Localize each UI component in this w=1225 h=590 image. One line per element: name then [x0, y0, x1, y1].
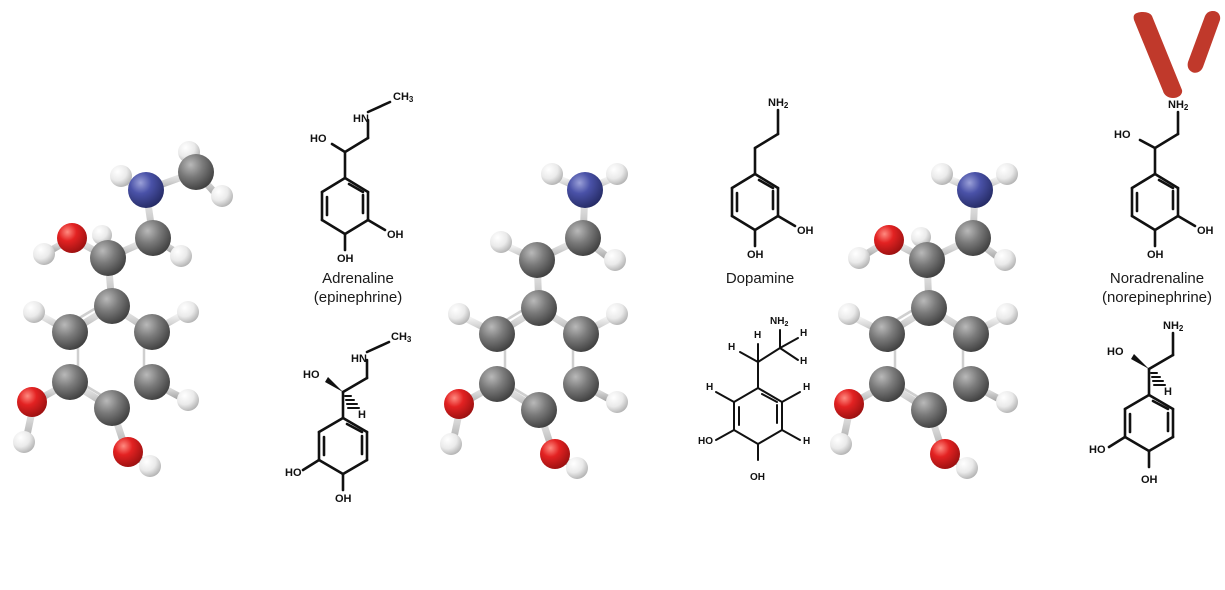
label-nh2: NH2 [770, 316, 788, 328]
label-h-4: H [728, 342, 735, 353]
label-h-stereo: H [1164, 386, 1172, 398]
annotation-red-v-mark [1125, 5, 1225, 110]
red-stroke-left [1133, 12, 1183, 98]
molecule-adrenaline-2d-flat: CH3 HN HO OH OH [290, 80, 430, 265]
molecule-dopamine-3d [425, 160, 655, 490]
label-oh-para: OH [1147, 249, 1164, 261]
label-nh2: NH2 [1163, 320, 1184, 333]
label-ho-stereo: HO [303, 369, 320, 381]
label-oh-meta: OH [387, 229, 404, 241]
label-h-1: H [800, 328, 807, 339]
label-ho-meta: HO [285, 467, 302, 479]
noradrenaline-3d-svg [830, 163, 1018, 479]
noradrenaline-2d-stereo-svg: NH2 HO H HO OH [1089, 320, 1184, 486]
wedge-bond-ho [1131, 354, 1149, 369]
molecule-noradrenaline-2d-flat: NH2 HO OH OH [1100, 92, 1225, 262]
red-stroke-right [1187, 11, 1221, 73]
label-ho-meta: HO [1089, 444, 1106, 456]
dopamine-3d-svg [440, 163, 628, 479]
label-ho: HO [1114, 129, 1131, 141]
molecule-noradrenaline-2d-stereo: NH2 HO H HO OH [1085, 315, 1215, 490]
label-hn: HN [351, 353, 367, 365]
caption-adrenaline-line2: (epinephrine) [313, 288, 403, 306]
label-ch3: CH3 [393, 91, 414, 104]
label-ho-stereo: HO [1107, 346, 1124, 358]
label-oh-para: OH [747, 249, 764, 261]
caption-adrenaline: Adrenaline (epinephrine) [248, 270, 468, 308]
label-ho-meta: HO [698, 436, 713, 447]
molecule-noradrenaline-3d [815, 160, 1045, 490]
adrenaline-3d-svg [13, 141, 233, 477]
caption-adrenaline-line1: Adrenaline [322, 270, 394, 287]
caption-dopamine-line1: Dopamine [725, 270, 795, 287]
label-h-5: H [706, 382, 713, 393]
noradrenaline-2d-flat-svg: NH2 HO OH OH [1114, 99, 1214, 261]
label-oh-para: OH [1141, 474, 1158, 486]
dopamine-2d-flat-svg: NH2 OH OH [730, 97, 814, 261]
adrenaline-2d-stereo-svg: CH3 HN HO H HO OH [285, 331, 412, 505]
label-h-3: H [754, 330, 761, 341]
molecule-dopamine-2d-flat: NH2 OH OH [710, 92, 830, 262]
molecule-adrenaline-3d [0, 110, 250, 490]
label-oh-para: OH [337, 253, 354, 265]
red-v-svg [1133, 11, 1221, 98]
molecule-dopamine-2d-explicit-h: NH2 H H H H H H H HO OH [698, 310, 840, 485]
label-h-2: H [800, 356, 807, 367]
label-oh-para: OH [335, 493, 352, 505]
hash-bond-h [1150, 372, 1166, 386]
wedge-bond-ho [325, 377, 343, 392]
label-oh-meta: OH [1197, 225, 1214, 237]
dopamine-2d-explicit-h-svg: NH2 H H H H H H H HO OH [698, 316, 810, 483]
label-nh2: NH2 [1168, 99, 1189, 112]
label-oh-meta: OH [797, 225, 814, 237]
label-h-stereo: H [358, 409, 366, 421]
label-nh2: NH2 [768, 97, 789, 110]
caption-noradrenaline: Noradrenaline (norepinephrine) [1047, 270, 1225, 308]
label-ho: HO [310, 133, 327, 145]
adrenaline-2d-flat-svg: CH3 HN HO OH OH [310, 91, 414, 265]
caption-dopamine: Dopamine [650, 270, 870, 289]
label-ch3: CH3 [391, 331, 412, 344]
label-h-6: H [803, 382, 810, 393]
caption-noradrenaline-line1: Noradrenaline [1109, 270, 1205, 287]
label-oh-para: OH [750, 472, 765, 483]
molecule-adrenaline-2d-stereo: CH3 HN HO H HO OH [285, 320, 425, 505]
label-h-7: H [803, 436, 810, 447]
label-hn: HN [353, 113, 369, 125]
hash-bond-h [344, 395, 360, 409]
caption-noradrenaline-line2: (norepinephrine) [1101, 288, 1213, 306]
